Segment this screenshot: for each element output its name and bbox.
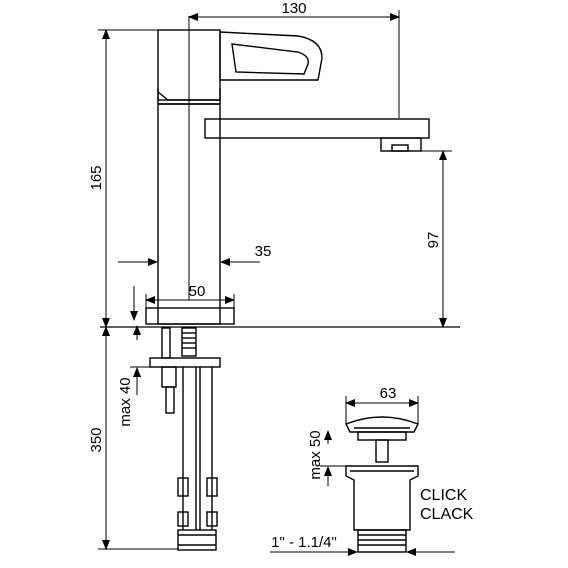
dim-body-width-label: 35 bbox=[255, 243, 272, 260]
dim-base-width bbox=[145, 294, 235, 308]
dim-waste-diameter bbox=[345, 396, 419, 424]
dim-hose-length bbox=[98, 326, 178, 550]
dim-total-height-label: 165 bbox=[88, 165, 105, 190]
dim-total-height bbox=[98, 29, 158, 328]
dim-spout-reach bbox=[188, 10, 400, 118]
faucet-body bbox=[145, 29, 430, 325]
dim-waste-max-label: max 50 bbox=[307, 430, 324, 479]
dim-spout-reach-label: 130 bbox=[281, 0, 306, 17]
click-clack-waste bbox=[345, 416, 419, 553]
dim-max-deck bbox=[130, 325, 150, 395]
dim-waste-max bbox=[320, 430, 346, 486]
dim-max-deck-label: max 40 bbox=[117, 377, 134, 426]
dim-hose-length-label: 350 bbox=[88, 427, 105, 452]
dim-spout-height-label: 97 bbox=[425, 232, 442, 249]
click-clack-label-line2: CLACK bbox=[420, 506, 474, 523]
dim-waste-diameter-label: 63 bbox=[380, 385, 397, 402]
click-clack-label-line1: CLICK bbox=[420, 487, 467, 504]
dim-spout-height bbox=[421, 150, 452, 328]
dim-waste-thread-label: 1" - 1.1/4" bbox=[271, 534, 337, 551]
mounting-assembly bbox=[149, 327, 221, 551]
dim-base-width-label: 50 bbox=[189, 283, 206, 300]
